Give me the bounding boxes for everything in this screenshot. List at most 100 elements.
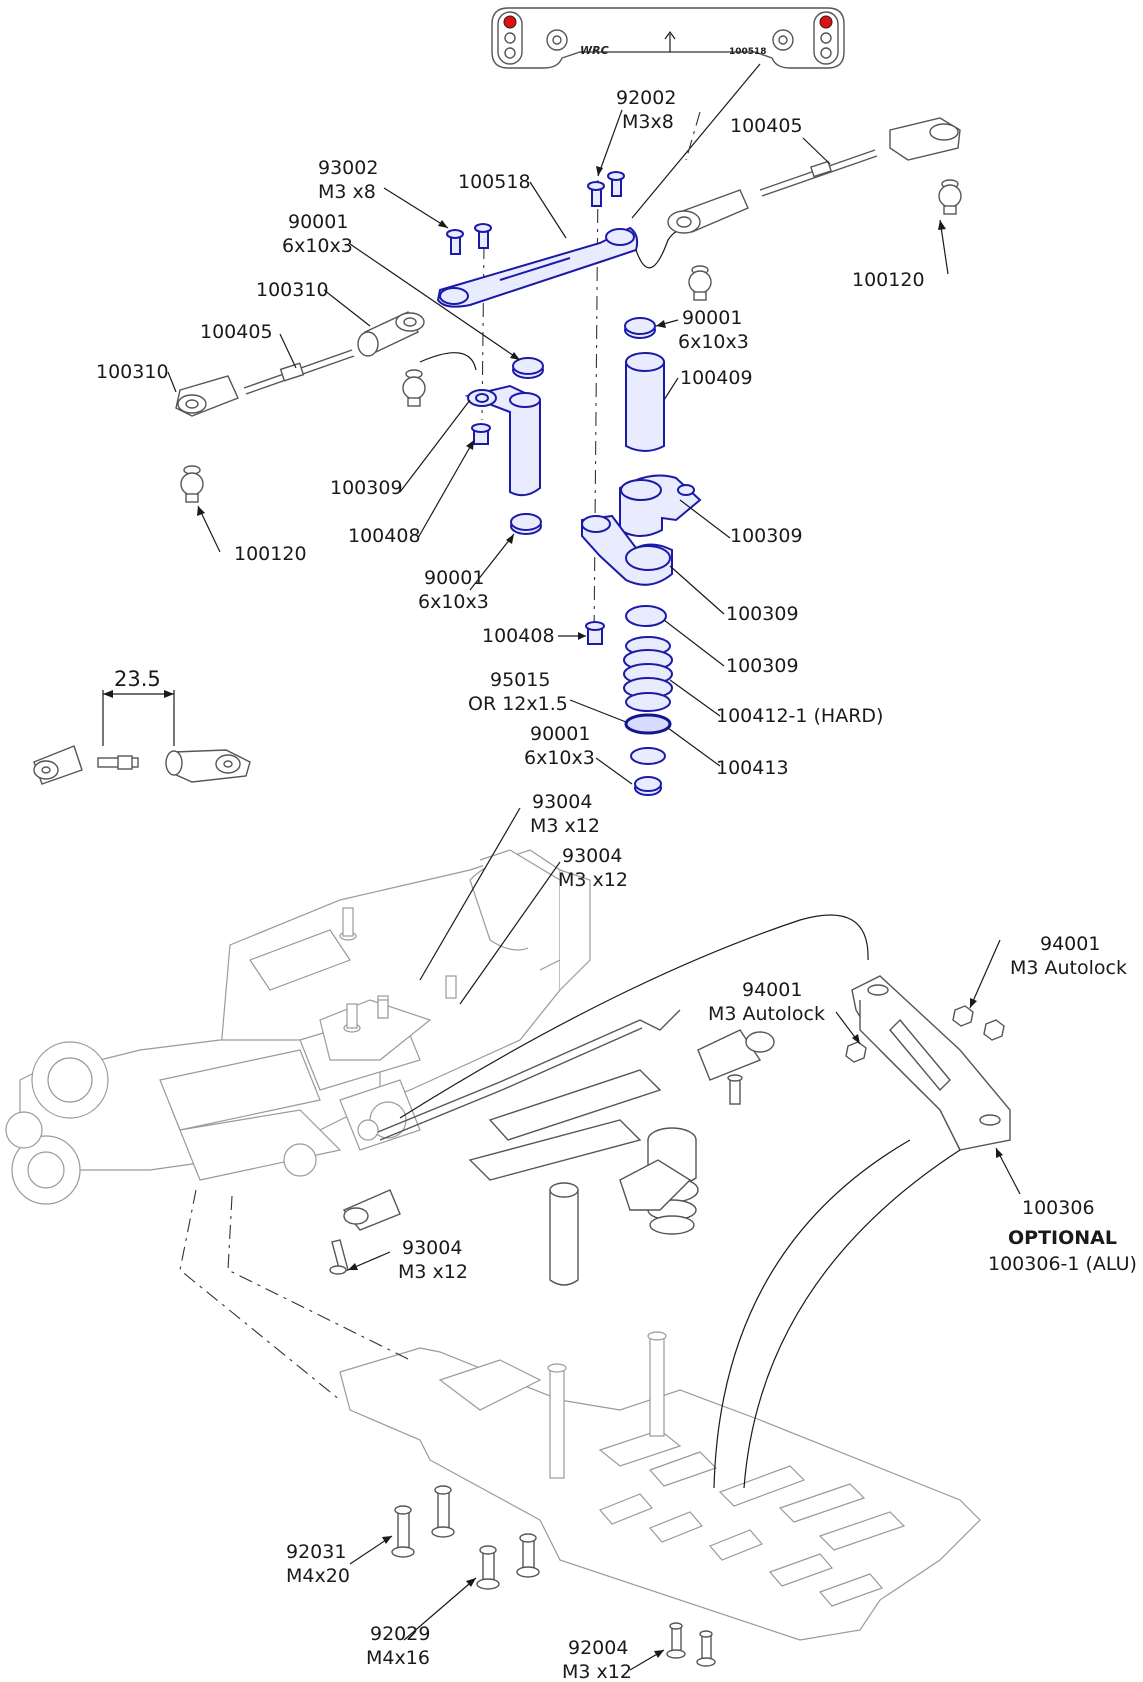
nut-94001-left	[845, 1041, 867, 1063]
callout-92029-line1: 92029	[370, 1623, 430, 1645]
screws-92031	[391, 1485, 455, 1558]
bushing-100408	[585, 621, 605, 645]
red-marker-left	[503, 15, 517, 29]
bearing-right-top	[624, 317, 656, 339]
callout-100405-top: 100405	[730, 115, 803, 137]
callout-92031: 92031 M4x20	[286, 1541, 350, 1587]
callout-95015: 95015 OR 12x1.5	[468, 669, 568, 715]
callout-100310-b: 100310	[96, 361, 169, 383]
bearing-left-top	[512, 357, 544, 379]
callout-93004-c: 93004 M3 x12	[398, 1237, 468, 1283]
dimension-value: 23.5	[114, 667, 161, 691]
callout-94001-a: 94001 M3 Autolock	[1010, 933, 1127, 979]
callout-92002-line1: 92002	[616, 87, 676, 109]
callout-93002: 93002 M3 x8	[318, 157, 378, 203]
callout-92004-line1: 92004	[568, 1637, 628, 1659]
callout-90001-a: 90001 6x10x3	[282, 211, 353, 257]
callout-93004-c-line2: M3 x12	[398, 1261, 468, 1283]
callout-93004-b-line2: M3 x12	[558, 869, 628, 891]
callout-95015-line1: 95015	[490, 669, 550, 691]
callout-90001-a-line1: 90001	[288, 211, 348, 233]
callout-100306: 100306	[1022, 1197, 1095, 1219]
callout-100306-optional: OPTIONAL	[1008, 1227, 1117, 1249]
callout-100309-a: 100309	[330, 477, 403, 499]
callout-94001-b: 94001 M3 Autolock	[708, 979, 825, 1025]
callout-90001-d-line1: 90001	[530, 723, 590, 745]
screw-92002	[587, 171, 625, 207]
oring-95015	[624, 713, 672, 735]
part-inset-100518: WRC 100518	[491, 7, 845, 69]
callout-100409: 100409	[680, 367, 753, 389]
callout-93002-line2: M3 x8	[318, 181, 376, 203]
front-suspension-assembly	[5, 849, 591, 1205]
callout-94001-b-line1: 94001	[742, 979, 802, 1001]
callout-92031-line1: 92031	[286, 1541, 346, 1563]
bearing-90001-bottom	[634, 776, 662, 796]
callout-100408-a: 100408	[348, 525, 421, 547]
screws-92029	[476, 1533, 540, 1590]
callout-100306-alu: 100306-1 (ALU)	[988, 1253, 1137, 1275]
screw-93002	[446, 223, 492, 255]
callout-94001-b-line2: M3 Autolock	[708, 1003, 825, 1025]
steering-post-left	[464, 384, 541, 497]
callout-93004-b: 93004 M3 x12	[558, 845, 628, 891]
callout-90001-a-line2: 6x10x3	[282, 235, 353, 257]
red-marker-right	[819, 15, 833, 29]
callout-92029-line2: M4x16	[366, 1647, 430, 1669]
callout-93004-a: 93004 M3 x12	[530, 791, 600, 837]
steering-arm-100309-upper	[619, 474, 702, 537]
callout-90001-c-line1: 90001	[424, 567, 484, 589]
callout-90001-b: 90001 6x10x3	[678, 307, 749, 353]
ball-stud-mid	[688, 265, 712, 301]
callout-100120-left: 100120	[234, 543, 307, 565]
callout-100120-right: 100120	[852, 269, 925, 291]
callout-100408-b: 100408	[482, 625, 555, 647]
callout-92002-line2: M3x8	[622, 111, 674, 133]
tie-rod-left	[175, 311, 425, 417]
callout-100405-left: 100405	[200, 321, 273, 343]
callout-92004-line2: M3 x12	[562, 1661, 632, 1682]
callout-92031-line2: M4x20	[286, 1565, 350, 1587]
dimension-inset: 23.5	[33, 667, 251, 785]
steering-arm-100309-lower	[581, 514, 673, 586]
ball-stud-left	[180, 465, 204, 503]
callout-100413: 100413	[716, 757, 789, 779]
callout-100518: 100518	[458, 171, 531, 193]
callout-100310-a: 100310	[256, 279, 329, 301]
inset-brand: WRC	[580, 44, 609, 57]
callout-90001-c: 90001 6x10x3	[418, 567, 489, 613]
callout-92029: 92029 M4x16	[366, 1623, 430, 1669]
callout-95015-line2: OR 12x1.5	[468, 693, 568, 715]
callout-92004: 92004 M3 x12	[562, 1637, 632, 1682]
callout-100412: 100412-1 (HARD)	[716, 705, 883, 727]
callout-100309-b: 100309	[730, 525, 803, 547]
callout-90001-c-line2: 6x10x3	[418, 591, 489, 613]
spring-100412	[623, 636, 673, 712]
inset-part-number: 100518	[729, 47, 767, 57]
bearing-left-bottom	[510, 513, 542, 535]
callout-90001-b-line2: 6x10x3	[678, 331, 749, 353]
callout-90001-d: 90001 6x10x3	[524, 723, 595, 769]
steering-link-100518	[436, 226, 639, 308]
callout-94001-a-line2: M3 Autolock	[1010, 957, 1127, 979]
callout-93004-b-line1: 93004	[562, 845, 622, 867]
callout-93004-a-line1: 93004	[532, 791, 592, 813]
callout-93002-line1: 93002	[318, 157, 378, 179]
rod-end-top-right	[667, 117, 961, 234]
callout-90001-b-line1: 90001	[682, 307, 742, 329]
callout-93004-c-line1: 93004	[402, 1237, 462, 1259]
callout-94001-a-line1: 94001	[1040, 933, 1100, 955]
ball-stud-right	[938, 179, 962, 215]
bracket-100306	[851, 975, 1011, 1151]
ring-100309	[625, 605, 667, 627]
washer-100413	[630, 747, 666, 765]
leader-lines	[167, 109, 1021, 1671]
callout-93004-a-line2: M3 x12	[530, 815, 600, 837]
ball-stud-left-mid	[402, 369, 426, 407]
callout-100309-c: 100309	[726, 603, 799, 625]
chassis-plate	[339, 1331, 981, 1641]
sleeve-100409	[625, 352, 665, 452]
callout-92002: 92002 M3x8	[616, 87, 676, 133]
mounted-steering	[329, 1009, 775, 1286]
